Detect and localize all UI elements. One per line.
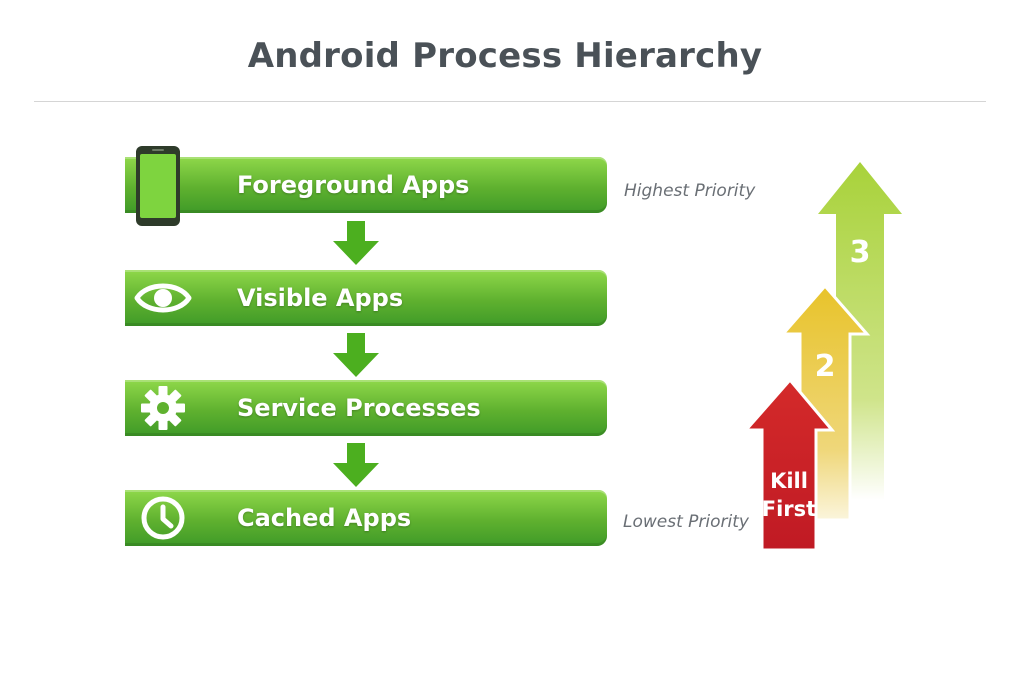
page-title: Android Process Hierarchy bbox=[247, 36, 763, 76]
level-service-processes: Service Processes bbox=[125, 380, 607, 436]
level-visible-apps: Visible Apps bbox=[125, 270, 607, 326]
gear-icon bbox=[141, 386, 185, 430]
down-arrow-icon bbox=[333, 333, 379, 377]
arrow-3-label: 3 bbox=[850, 235, 871, 270]
arrow-2-label: 2 bbox=[815, 349, 836, 384]
level-label: Cached Apps bbox=[237, 504, 412, 532]
down-arrow-icon bbox=[333, 221, 379, 265]
phone-icon bbox=[136, 146, 180, 226]
down-arrow-icon bbox=[333, 443, 379, 487]
level-foreground-apps: Foreground Apps bbox=[125, 157, 607, 213]
lowest-priority-label: Lowest Priority bbox=[623, 512, 749, 532]
eye-icon bbox=[134, 283, 192, 313]
kill-label: Kill bbox=[770, 469, 808, 493]
clock-icon bbox=[141, 496, 185, 540]
level-label: Foreground Apps bbox=[237, 171, 470, 199]
highest-priority-label: Highest Priority bbox=[624, 181, 756, 201]
title-divider bbox=[34, 101, 986, 102]
level-cached-apps: Cached Apps bbox=[125, 490, 607, 546]
arrow-kill-first: Kill First bbox=[742, 377, 836, 552]
first-label: First bbox=[762, 497, 816, 521]
kill-order-arrows: 3 2 Kill First bbox=[742, 162, 902, 552]
level-label: Visible Apps bbox=[237, 284, 404, 312]
level-label: Service Processes bbox=[237, 394, 481, 422]
